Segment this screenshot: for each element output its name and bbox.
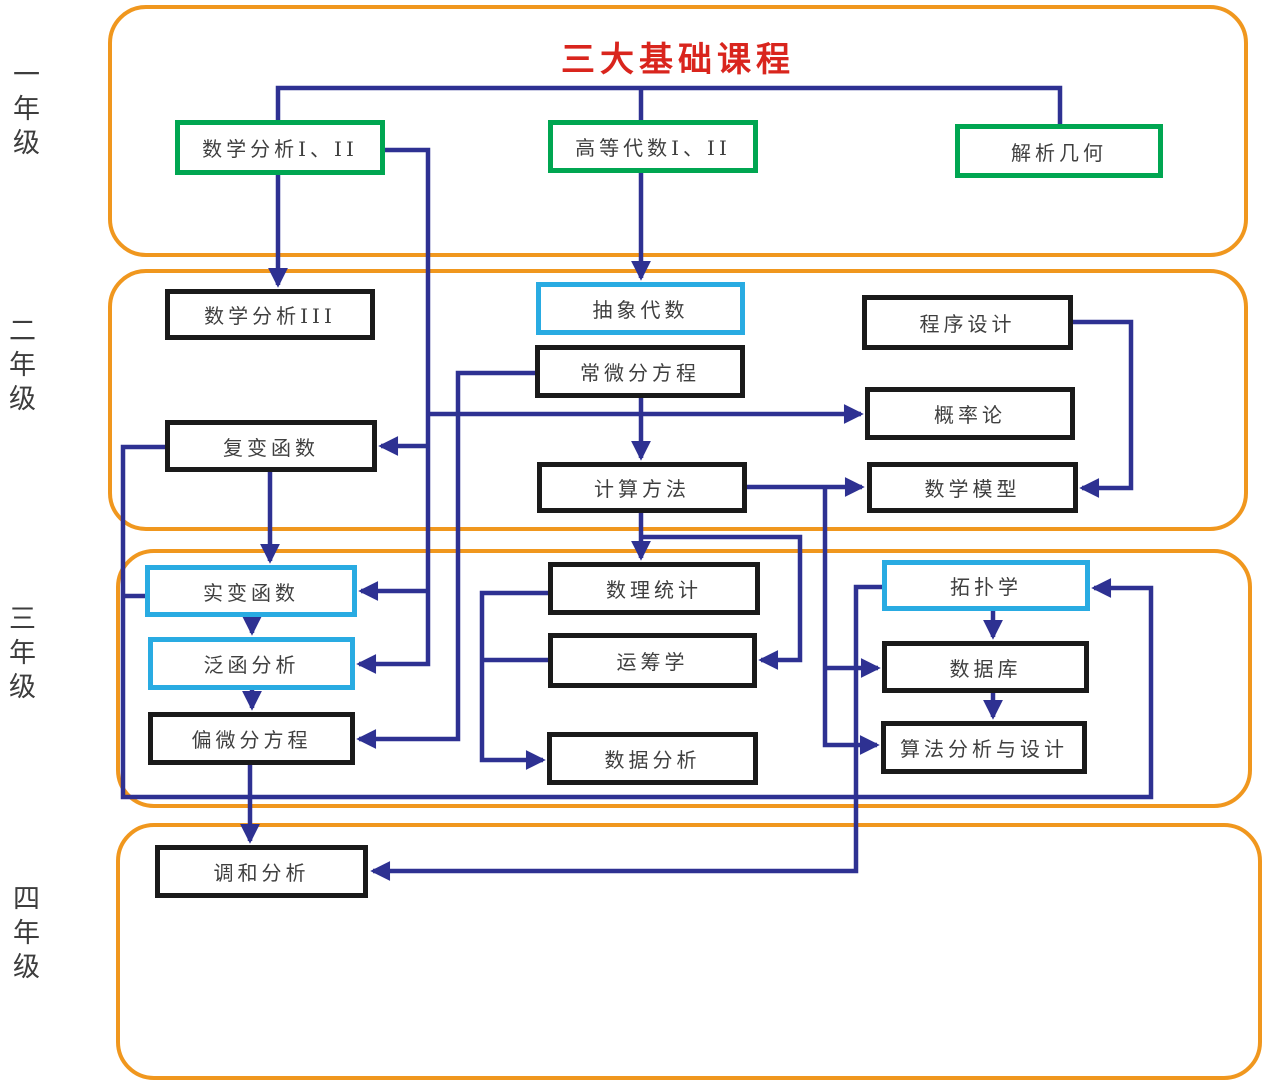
course-box-data-analysis: 数据分析 [547, 732, 758, 785]
course-label-advanced-algebra-1-2: 高等代数I、II [575, 136, 731, 160]
year-container-2 [108, 269, 1248, 531]
course-label-ode: 常微分方程 [580, 361, 700, 385]
year-label-1: 一年级 [8, 60, 39, 162]
edge-stats-rail-to-data-analysis [479, 590, 548, 770]
course-box-analytic-geometry: 解析几何 [955, 124, 1163, 178]
course-box-abstract-algebra: 抽象代数 [536, 282, 745, 335]
edge-numerical-to-operations [641, 534, 803, 670]
course-label-topology: 拓扑学 [950, 575, 1022, 599]
course-box-probability: 概率论 [865, 387, 1075, 440]
course-box-math-statistics: 数理统计 [548, 562, 760, 615]
edge-ma12-rail-to-functional [356, 147, 431, 674]
course-box-database: 数据库 [882, 641, 1089, 693]
course-label-data-analysis: 数据分析 [604, 748, 701, 772]
course-label-harmonic-analysis: 调和分析 [213, 861, 310, 885]
course-box-math-modeling: 数学模型 [867, 462, 1078, 513]
course-box-operations-research: 运筹学 [548, 633, 757, 688]
course-label-operations-research: 运筹学 [616, 650, 689, 674]
course-label-pde: 偏微分方程 [191, 728, 312, 752]
course-label-math-analysis-1-2: 数学分析I、II [202, 137, 358, 161]
course-label-math-modeling: 数学模型 [924, 477, 1021, 501]
edge-branch-to-algorithm [822, 487, 880, 755]
course-label-math-statistics: 数理统计 [606, 578, 702, 602]
year-container-1 [108, 5, 1248, 257]
course-box-complex-analysis: 复变函数 [165, 420, 377, 472]
year-label-3: 三年级 [4, 604, 35, 706]
course-box-ode: 常微分方程 [535, 345, 745, 398]
course-label-complex-analysis: 复变函数 [223, 435, 319, 460]
course-label-probability: 概率论 [934, 403, 1006, 427]
year-container-4 [116, 823, 1262, 1080]
course-box-programming: 程序设计 [862, 295, 1073, 350]
course-label-analytic-geometry: 解析几何 [1011, 140, 1107, 165]
course-box-algorithm-design: 算法分析与设计 [881, 721, 1087, 774]
year-label-2: 二年级 [4, 316, 35, 418]
edge-topology-rail-to-harmonic [370, 584, 882, 881]
year-label-4: 四年级 [8, 884, 39, 986]
diagram-title: 三大基础课程 [561, 40, 795, 80]
course-box-pde: 偏微分方程 [148, 712, 355, 765]
year-container-3 [116, 549, 1252, 808]
course-box-real-analysis: 实变函数 [145, 565, 357, 617]
edge-ode-rail-to-pde [356, 370, 535, 749]
course-label-programming: 程序设计 [919, 312, 1016, 336]
course-label-algorithm-design: 算法分析与设计 [900, 737, 1068, 761]
course-box-topology: 拓扑学 [882, 560, 1090, 611]
course-box-numerical-methods: 计算方法 [537, 462, 747, 513]
course-label-real-analysis: 实变函数 [203, 580, 299, 605]
course-box-math-analysis-1-2: 数学分析I、II [175, 120, 385, 175]
course-label-math-analysis-3: 数学分析III [204, 304, 336, 328]
course-box-harmonic-analysis: 调和分析 [155, 845, 368, 898]
course-label-functional-analysis: 泛函分析 [203, 653, 300, 677]
edge-programming-loop-to-modeling [1073, 319, 1134, 498]
edge-complex-rail-to-topology [120, 444, 1154, 800]
edge-tree-root [275, 85, 1063, 124]
course-label-database: 数据库 [949, 656, 1022, 681]
course-box-advanced-algebra-1-2: 高等代数I、II [548, 120, 758, 173]
course-box-functional-analysis: 泛函分析 [148, 637, 355, 690]
course-label-numerical-methods: 计算方法 [594, 477, 690, 501]
course-label-abstract-algebra: 抽象代数 [592, 298, 689, 322]
course-box-math-analysis-3: 数学分析III [165, 289, 375, 340]
